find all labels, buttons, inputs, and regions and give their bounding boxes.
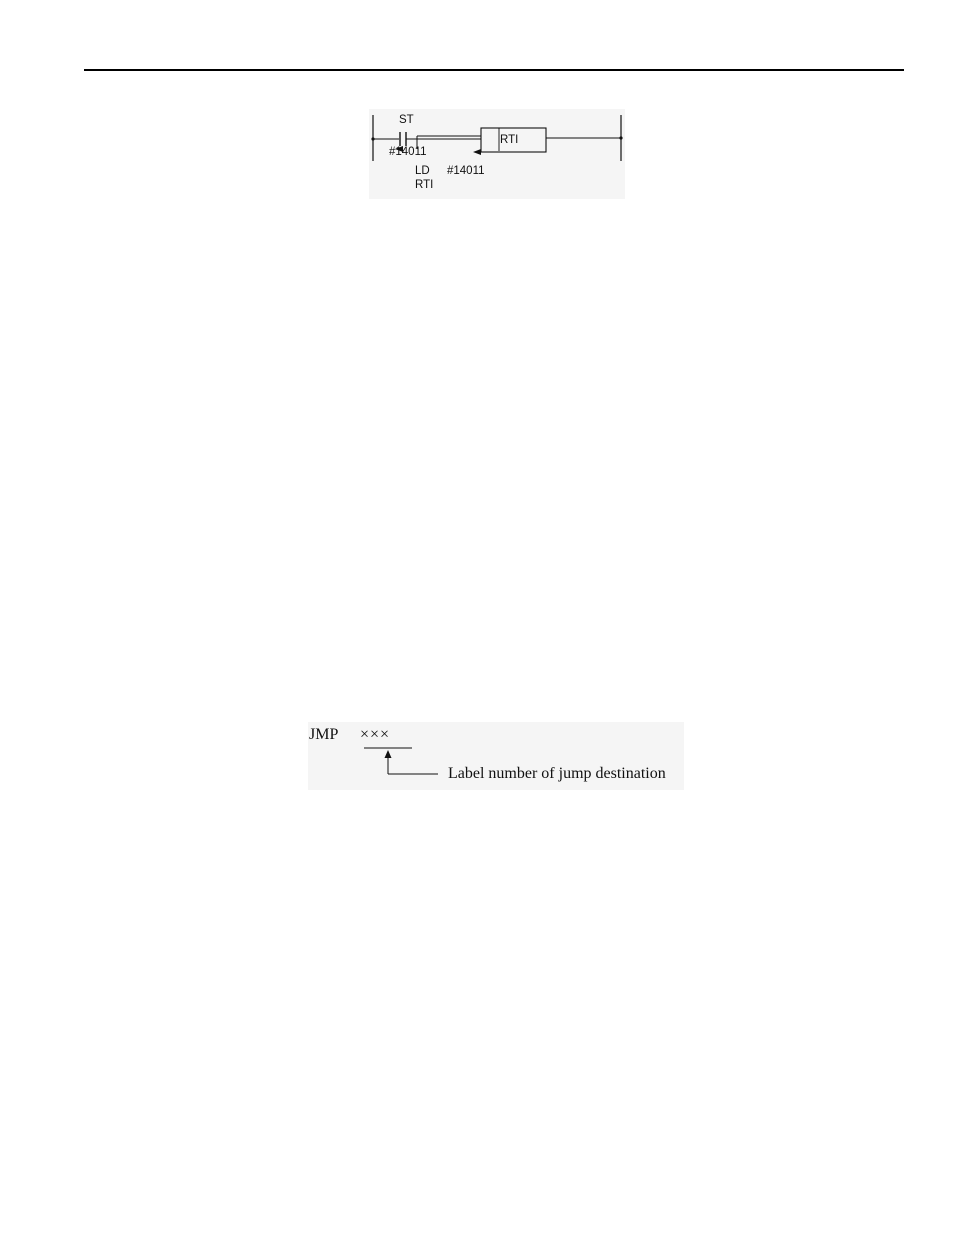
- ladder-diagram-lines: [371, 115, 623, 161]
- mnemonic-op-2: RTI: [415, 179, 434, 191]
- jmp-placeholder: ×××: [360, 726, 391, 743]
- instruction-box-label: RTI: [500, 134, 519, 146]
- jmp-format-figure: JMP ××× Label number of jump destination: [308, 722, 684, 790]
- mnemonic-operand-1: #14011: [447, 165, 485, 177]
- jmp-pointer-label: Label number of jump destination: [448, 765, 666, 782]
- contact-address: #14011: [389, 146, 427, 158]
- contact-label: ST: [399, 114, 414, 126]
- mnemonic-op-1: LD: [415, 165, 430, 177]
- header-rule: [84, 69, 904, 71]
- jmp-format-lines: [364, 747, 438, 775]
- ladder-diagram-figure: ST #14011 RTI LD #14011 RTI: [369, 109, 625, 199]
- jmp-instruction: JMP: [309, 726, 339, 743]
